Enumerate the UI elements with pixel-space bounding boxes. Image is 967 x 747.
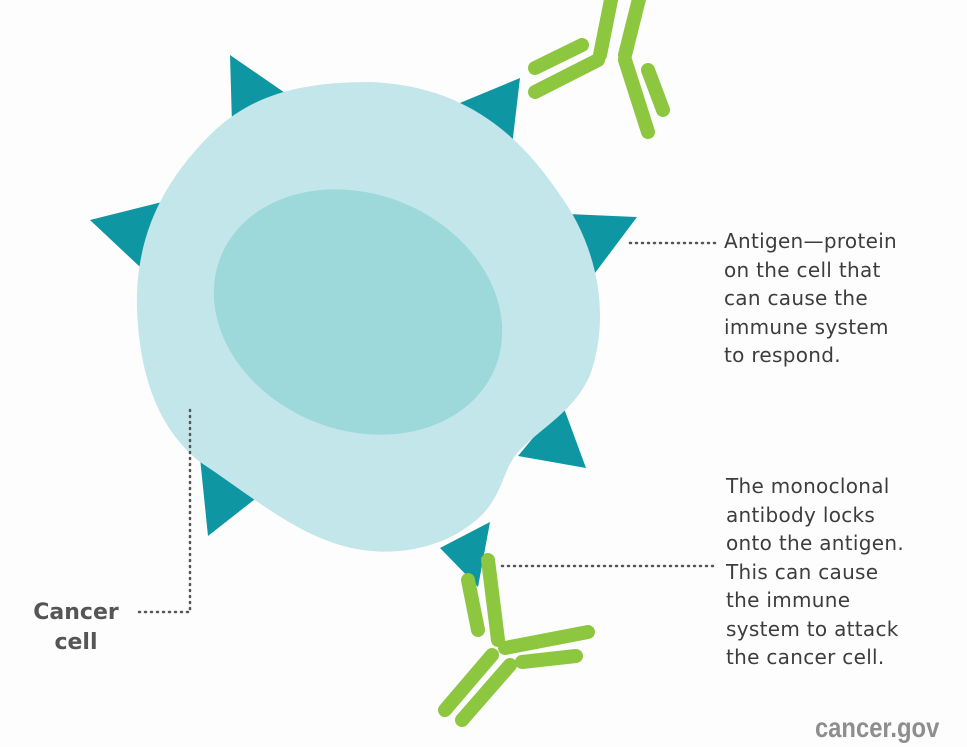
antigen-spike — [230, 55, 288, 124]
antibody-label: The monoclonal antibody locks onto the a… — [726, 474, 904, 669]
antibody-bottom — [438, 553, 595, 727]
leader-lines — [133, 241, 717, 614]
cancer-cell-label: Cancer cell — [33, 600, 119, 655]
antigen-label: Antigen—protein on the cell that can cau… — [724, 229, 898, 367]
antibody-top — [528, 0, 670, 139]
cancer-gov-logo: cancer.gov — [814, 712, 939, 743]
antigen-spike — [518, 403, 586, 468]
antigen-spike — [568, 214, 637, 273]
antigen-spike — [455, 78, 520, 146]
cancer-cell-leader — [133, 408, 192, 614]
antigen-spike — [440, 522, 490, 587]
nucleus — [213, 189, 503, 435]
antigen-spike — [200, 458, 264, 536]
